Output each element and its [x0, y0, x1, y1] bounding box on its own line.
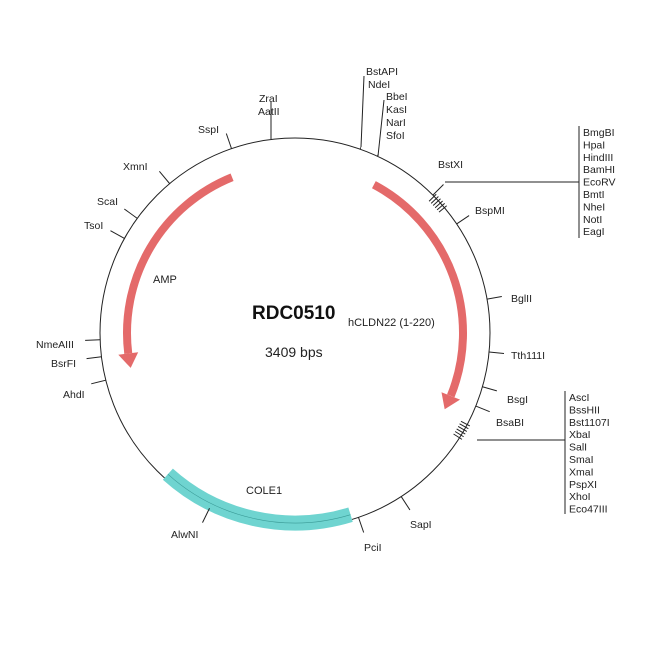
- mcs1-tick: [428, 193, 437, 202]
- site-tick: [400, 496, 411, 511]
- mcs2-site-label: AscI: [569, 392, 589, 404]
- mcs2-site-label: Bst1107I: [569, 417, 610, 429]
- plasmid-backbone: [99, 137, 491, 529]
- cole1-arc: [162, 468, 353, 531]
- mcs2-tick: [456, 428, 466, 435]
- insert-label: hCLDN22 (1-220): [348, 317, 435, 329]
- amp-arrow: [123, 173, 234, 354]
- site-tick: [124, 208, 138, 219]
- site-label: SapI: [410, 519, 432, 531]
- site-label: SspI: [198, 124, 219, 136]
- cole1-edge: [167, 473, 351, 524]
- amp-arrow-head: [118, 352, 139, 368]
- site-label: BsaBI: [496, 417, 524, 429]
- mcs1-site-label: HpaI: [583, 139, 605, 151]
- plasmid-name: RDC0510: [252, 303, 335, 324]
- mcs2-site-label: BssHII: [569, 404, 600, 416]
- insert-arrow: [371, 181, 467, 398]
- site-label: NdeI: [368, 79, 390, 91]
- site-label: AhdI: [63, 389, 85, 401]
- mcs1-tick: [434, 200, 443, 209]
- mcs1-site-label: NheI: [583, 201, 605, 213]
- mcs2-site-label: PspXI: [569, 479, 597, 491]
- mcs1-site-label: BmgBI: [583, 127, 615, 139]
- leader-bstapi: [360, 75, 365, 148]
- mcs2-tick: [459, 423, 469, 430]
- site-tick: [489, 351, 505, 354]
- site-label: AatII: [258, 106, 280, 118]
- site-label: ScaI: [97, 196, 118, 208]
- site-label: Tth111I: [511, 350, 545, 362]
- site-label: AlwNI: [171, 529, 198, 541]
- mcs2-tick: [457, 425, 468, 432]
- site-label: TsoI: [84, 220, 103, 232]
- site-label: BsgI: [507, 394, 528, 406]
- amp-label: AMP: [153, 274, 177, 286]
- site-tick: [86, 356, 102, 360]
- mcs1-site-label: EagI: [583, 226, 605, 238]
- site-tick: [358, 517, 365, 533]
- mcs2-site-label: SalI: [569, 442, 587, 454]
- cole1-label: COLE1: [246, 485, 282, 497]
- site-tick: [158, 171, 171, 184]
- mcs2-tick: [460, 420, 471, 427]
- mcs2-tick: [454, 431, 464, 438]
- mcs1-site-label: HindIII: [583, 152, 613, 164]
- leader-bbei: [377, 99, 385, 157]
- site-label: BspMI: [475, 205, 505, 217]
- site-tick: [432, 184, 444, 196]
- site-tick: [359, 147, 362, 150]
- mcs2-site-label: Eco47III: [569, 504, 608, 516]
- mcs1-tick: [432, 198, 441, 206]
- mcs1-tick: [436, 202, 445, 211]
- mcs2-site-label: XhoI: [569, 491, 591, 503]
- plasmid-size: 3409 bps: [265, 344, 323, 360]
- mcs1-site-label: BamHI: [583, 164, 615, 176]
- site-tick: [202, 508, 210, 523]
- site-tick: [482, 386, 498, 392]
- site-tick: [486, 296, 502, 300]
- mcs1-tick: [438, 205, 447, 213]
- site-label: PciI: [364, 542, 382, 554]
- mcs1-site-label: EcoRV: [583, 177, 616, 189]
- site-label: BbeI: [386, 91, 408, 103]
- mcs2-site-label: SmaI: [569, 454, 594, 466]
- site-label: NarI: [386, 117, 406, 129]
- site-label: ZraI: [259, 93, 278, 105]
- mcs1-site-label: NotI: [583, 214, 602, 226]
- site-tick: [475, 405, 490, 413]
- site-tick: [91, 379, 106, 385]
- site-tick: [85, 339, 101, 341]
- mcs2-site-label: XmaI: [569, 466, 594, 478]
- site-tick: [456, 215, 470, 225]
- site-label: BstAPI: [366, 66, 398, 78]
- mcs1-site-label: BmtI: [583, 189, 605, 201]
- insert-arrow-head: [441, 392, 461, 410]
- site-label: KasI: [386, 104, 407, 116]
- mcs1-tick: [430, 196, 439, 204]
- mcs2-site-label: XbaI: [569, 429, 591, 441]
- site-label: SfoI: [386, 130, 405, 142]
- site-label: NmeAIII: [36, 339, 74, 351]
- site-label: BglII: [511, 293, 532, 305]
- mcs2-tick: [453, 433, 463, 440]
- site-tick: [110, 230, 125, 239]
- site-label: BstXI: [438, 159, 463, 171]
- site-tick: [225, 133, 232, 149]
- site-label: XmnI: [123, 161, 148, 173]
- site-label: BsrFI: [51, 358, 76, 370]
